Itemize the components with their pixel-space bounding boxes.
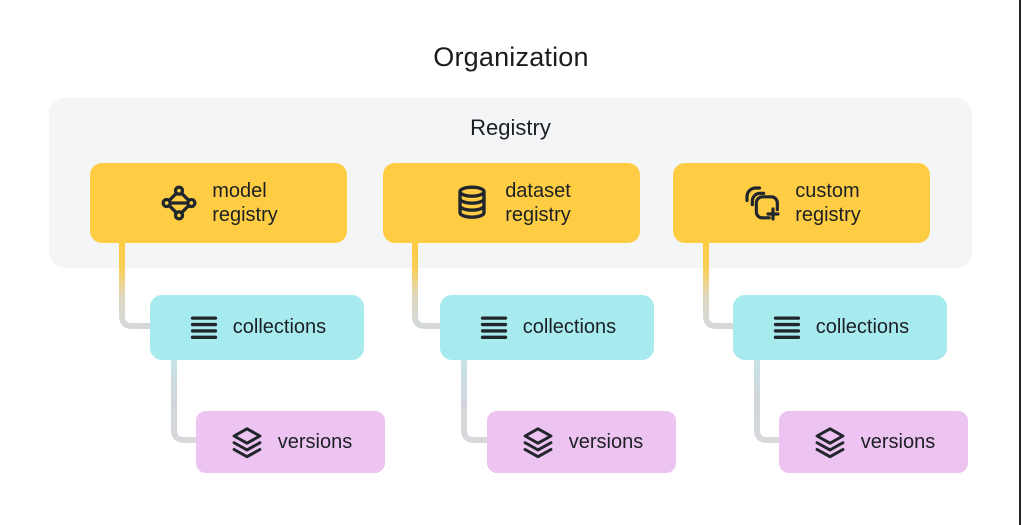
model-registry-card: model registry	[90, 163, 347, 243]
add-collection-icon	[742, 183, 782, 223]
list-icon	[188, 312, 220, 344]
collections-label: collections	[815, 316, 910, 339]
custom-registry-card: custom registry	[673, 163, 930, 243]
versions-label: versions	[860, 430, 936, 453]
collections-card-2: collections	[440, 295, 654, 360]
layers-icon	[229, 424, 265, 460]
model-registry-label: model registry	[212, 179, 278, 226]
connector-collections-to-versions-3	[754, 360, 780, 443]
list-icon	[771, 312, 803, 344]
layers-icon	[520, 424, 556, 460]
layers-icon	[812, 424, 848, 460]
dataset-registry-label: dataset registry	[505, 179, 571, 226]
versions-card-3: versions	[779, 411, 968, 473]
versions-label: versions	[277, 430, 353, 453]
connector-collections-to-versions-2	[461, 360, 488, 443]
collections-label: collections	[232, 316, 327, 339]
model-registry-icon	[159, 183, 199, 223]
custom-registry-label: custom registry	[795, 179, 861, 226]
connector-collections-to-versions-1	[171, 360, 197, 443]
list-icon	[478, 312, 510, 344]
versions-card-1: versions	[196, 411, 385, 473]
collections-card-3: collections	[733, 295, 947, 360]
right-edge-border	[1019, 0, 1021, 525]
dataset-registry-card: dataset registry	[383, 163, 640, 243]
collections-label: collections	[522, 316, 617, 339]
registry-label: Registry	[470, 115, 551, 140]
versions-card-2: versions	[487, 411, 676, 473]
database-icon	[452, 183, 492, 223]
page-title: Organization	[433, 42, 589, 72]
versions-label: versions	[568, 430, 644, 453]
collections-card-1: collections	[150, 295, 364, 360]
